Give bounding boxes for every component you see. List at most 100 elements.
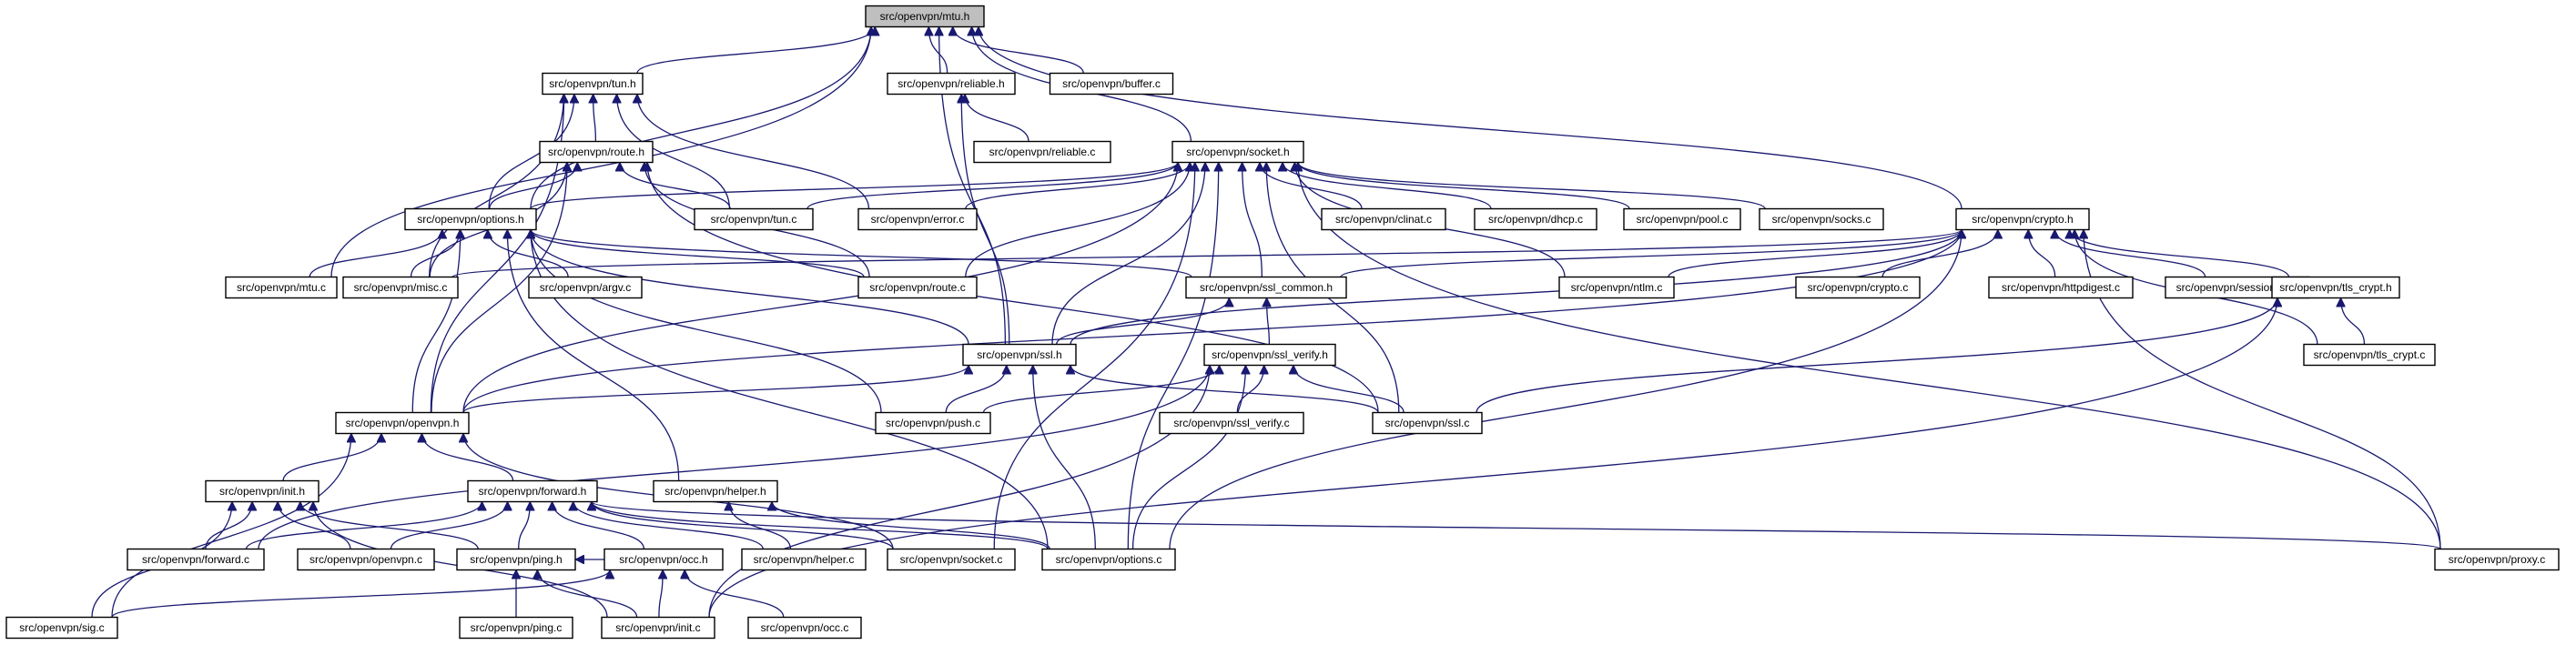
edge-openvpn-h-to-options-h: [411, 230, 461, 413]
edge-ping-h-to-init-h: [300, 501, 479, 549]
node-label: src/openvpn/tun.h: [549, 77, 635, 90]
node-misc-c[interactable]: src/openvpn/misc.c: [342, 276, 459, 299]
node-label: src/openvpn/helper.c: [754, 553, 855, 566]
node-box: [1623, 207, 1741, 231]
edge-misc-c-to-crypto-h: [451, 228, 1962, 278]
edge-error-c-to-tun-h: [637, 95, 870, 209]
edge-clinat-c-to-socket-h: [1260, 162, 1363, 209]
node-ping-h[interactable]: src/openvpn/ping.h: [456, 548, 576, 571]
node-label: src/openvpn/init.h: [219, 485, 305, 498]
node-clinat-c[interactable]: src/openvpn/clinat.c: [1321, 207, 1446, 231]
node-label: src/openvpn/helper.h: [664, 485, 766, 498]
node-crypto-h[interactable]: src/openvpn/crypto.h: [1955, 207, 2090, 231]
node-reliable-c[interactable]: src/openvpn/reliable.c: [973, 140, 1111, 164]
node-label: src/openvpn/reliable.c: [989, 146, 1096, 158]
edge-init-c-to-occ-h: [659, 570, 663, 618]
node-tls-crypt-h[interactable]: src/openvpn/tls_crypt.h: [2271, 276, 2400, 299]
node-route-h[interactable]: src/openvpn/route.h: [539, 140, 654, 164]
node-label: src/openvpn/options.h: [417, 213, 523, 226]
node-init-h[interactable]: src/openvpn/init.h: [205, 479, 319, 503]
node-argv-c[interactable]: src/openvpn/argv.c: [528, 276, 643, 299]
node-label: src/openvpn/proxy.c: [2449, 553, 2546, 566]
edge-ssl-h-to-ssl-common-h: [1056, 297, 1230, 345]
node-box: [404, 207, 537, 231]
node-route-c[interactable]: src/openvpn/route.c: [857, 276, 978, 299]
node-forward-c[interactable]: src/openvpn/forward.c: [127, 548, 265, 571]
node-label: src/openvpn/ssl_common.h: [1200, 281, 1333, 294]
node-ssl-verify-c[interactable]: src/openvpn/ssl_verify.c: [1159, 411, 1304, 435]
node-label: src/openvpn/openvpn.h: [346, 417, 460, 429]
node-sig-c[interactable]: src/openvpn/sig.c: [5, 616, 118, 640]
node-label: src/openvpn/socks.c: [1772, 213, 1871, 226]
node-mtu-h[interactable]: src/openvpn/mtu.h: [865, 5, 985, 28]
node-proxy-c[interactable]: src/openvpn/proxy.c: [2434, 548, 2560, 571]
node-openvpn-c[interactable]: src/openvpn/openvpn.c: [297, 548, 435, 571]
node-options-h[interactable]: src/openvpn/options.h: [404, 207, 537, 231]
edge-tun-h-to-mtu-h: [636, 26, 875, 74]
node-box: [1171, 140, 1304, 164]
node-tls-crypt-c[interactable]: src/openvpn/tls_crypt.c: [2303, 343, 2436, 367]
node-label: src/openvpn/crypto.h: [1972, 213, 2073, 226]
node-label: src/openvpn/socket.h: [1186, 146, 1289, 158]
node-buffer-c[interactable]: src/openvpn/buffer.c: [1049, 72, 1174, 96]
node-helper-h[interactable]: src/openvpn/helper.h: [653, 479, 778, 503]
edge-buffer-c-to-mtu-h: [953, 26, 1084, 74]
node-tun-h[interactable]: src/openvpn/tun.h: [542, 72, 644, 96]
node-dhcp-c[interactable]: src/openvpn/dhcp.c: [1474, 207, 1597, 231]
node-ssl-h[interactable]: src/openvpn/ssl.h: [962, 343, 1077, 367]
node-push-c[interactable]: src/openvpn/push.c: [875, 411, 991, 435]
node-socket-h[interactable]: src/openvpn/socket.h: [1171, 140, 1304, 164]
node-socks-c[interactable]: src/openvpn/socks.c: [1759, 207, 1884, 231]
node-helper-c[interactable]: src/openvpn/helper.c: [741, 548, 867, 571]
node-error-c[interactable]: src/openvpn/error.c: [857, 207, 978, 231]
edge-ssl-h-to-reliable-h: [961, 95, 1010, 345]
node-label: src/openvpn/tls_crypt.c: [2314, 348, 2426, 361]
node-reliable-h[interactable]: src/openvpn/reliable.h: [887, 72, 1016, 96]
node-box: [1795, 276, 1921, 299]
edge-options-c-to-ssl-verify-h: [1131, 366, 1246, 549]
node-mtu-c[interactable]: src/openvpn/mtu.c: [225, 276, 338, 299]
node-tun-c[interactable]: src/openvpn/tun.c: [694, 207, 814, 231]
edge-ntlm-c-to-crypto-h: [1668, 229, 1962, 277]
node-pool-c[interactable]: src/openvpn/pool.c: [1623, 207, 1741, 231]
node-box: [459, 616, 573, 640]
node-label: src/openvpn/tun.c: [711, 213, 797, 226]
edge-ssl-h-to-options-h: [531, 230, 969, 345]
node-label: src/openvpn/ntlm.c: [1571, 281, 1663, 294]
node-ntlm-c[interactable]: src/openvpn/ntlm.c: [1558, 276, 1675, 299]
node-occ-c[interactable]: src/openvpn/occ.c: [747, 616, 862, 640]
node-occ-h[interactable]: src/openvpn/occ.h: [603, 548, 724, 571]
node-box: [887, 72, 1016, 96]
node-label: src/openvpn/route.c: [869, 281, 965, 294]
node-label: src/openvpn/clinat.c: [1335, 213, 1432, 226]
node-box: [2303, 343, 2436, 367]
edge-ssl-c-to-tls-crypt-h: [1476, 298, 2277, 413]
node-socket-c[interactable]: src/openvpn/socket.c: [887, 548, 1016, 571]
edge-occ-h-to-forward-h: [553, 501, 645, 549]
node-label: src/openvpn/argv.c: [540, 281, 632, 294]
node-ssl-common-h[interactable]: src/openvpn/ssl_common.h: [1185, 276, 1347, 299]
node-forward-h[interactable]: src/openvpn/forward.h: [467, 479, 598, 503]
node-ssl-c[interactable]: src/openvpn/ssl.c: [1372, 411, 1483, 435]
edge-helper-c-to-forward-h: [573, 501, 764, 549]
edge-tun-c-to-tun-h: [617, 95, 731, 209]
node-label: src/openvpn/mtu.h: [880, 10, 970, 23]
edge-options-c-to-ssl-h: [1033, 366, 1096, 549]
node-httpdigest-c[interactable]: src/openvpn/httpdigest.c: [1988, 276, 2134, 299]
node-ssl-verify-h[interactable]: src/openvpn/ssl_verify.h: [1203, 343, 1336, 367]
node-openvpn-h[interactable]: src/openvpn/openvpn.h: [335, 411, 470, 435]
node-options-c[interactable]: src/openvpn/options.c: [1041, 548, 1176, 571]
edge-ssl-common-h-to-options-h: [531, 229, 1192, 278]
node-ping-c[interactable]: src/openvpn/ping.c: [459, 616, 573, 640]
edge-tls-crypt-c-to-tls-crypt-h: [2341, 298, 2366, 345]
edge-route-h-to-tun-h: [593, 95, 596, 142]
node-box: [1988, 276, 2134, 299]
edge-options-c-to-socket-h: [1127, 163, 1218, 549]
node-label: src/openvpn/tls_crypt.h: [2279, 281, 2391, 294]
node-init-c[interactable]: src/openvpn/init.c: [601, 616, 715, 640]
node-box: [875, 411, 991, 435]
node-box: [601, 616, 715, 640]
node-label: src/openvpn/openvpn.c: [309, 553, 422, 566]
edge-ssl-c-to-ssl-verify-h: [1293, 365, 1405, 413]
node-crypto-c[interactable]: src/openvpn/crypto.c: [1795, 276, 1921, 299]
